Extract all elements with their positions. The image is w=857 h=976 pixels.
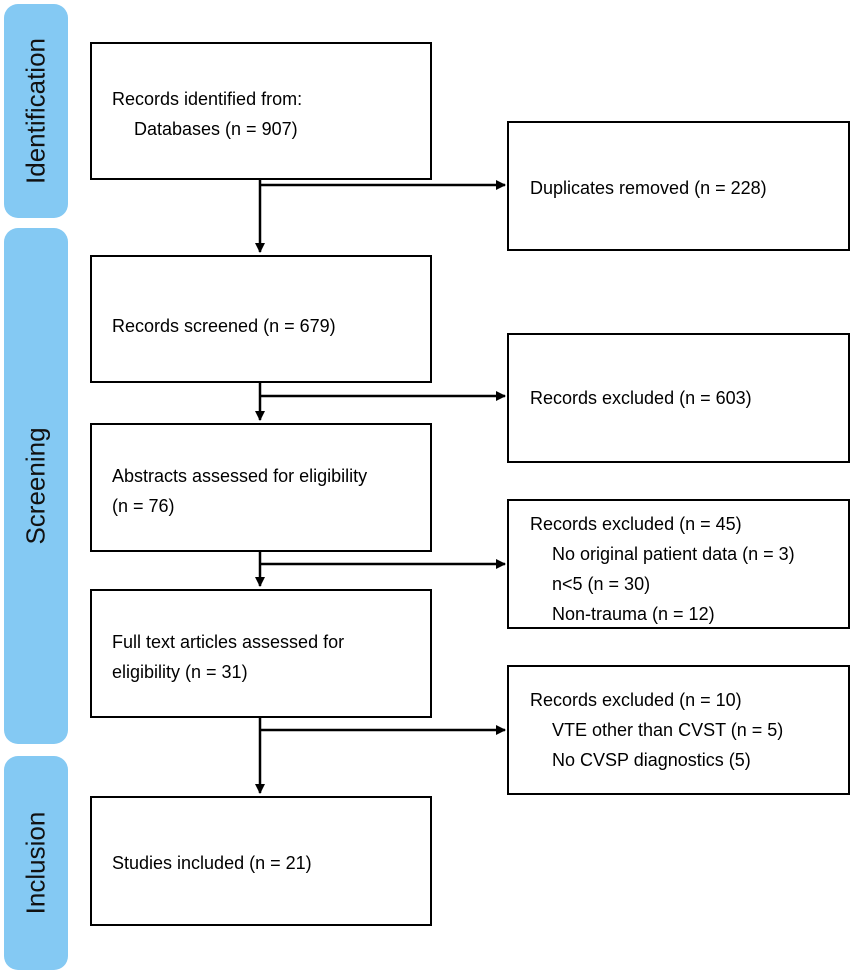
records-excluded-2-label: Records excluded (n = 45) bbox=[530, 514, 742, 534]
full-text-assessed-box: Full text articles assessed for eligibil… bbox=[90, 589, 432, 718]
records-excluded-1-label: Records excluded (n = 603) bbox=[530, 388, 752, 408]
records-excluded-3-box: Records excluded (n = 10) VTE other than… bbox=[507, 665, 850, 795]
phase-inclusion: Inclusion bbox=[4, 756, 68, 970]
studies-included-box: Studies included (n = 21) bbox=[90, 796, 432, 926]
databases-count: Databases (n = 907) bbox=[134, 119, 298, 139]
non-trauma: Non-trauma (n = 12) bbox=[552, 604, 715, 624]
records-excluded-3-label: Records excluded (n = 10) bbox=[530, 690, 742, 710]
no-original-patient-data: No original patient data (n = 3) bbox=[552, 544, 795, 564]
vte-other-than-cvst: VTE other than CVST (n = 5) bbox=[552, 720, 784, 740]
full-text-assessed-count: eligibility (n = 31) bbox=[112, 662, 248, 682]
studies-included-label: Studies included (n = 21) bbox=[112, 853, 312, 873]
abstracts-assessed-box: Abstracts assessed for eligibility (n = … bbox=[90, 423, 432, 552]
records-identified-box: Records identified from: Databases (n = … bbox=[90, 42, 432, 180]
abstracts-assessed-label: Abstracts assessed for eligibility bbox=[112, 466, 368, 486]
phase-screening: Screening bbox=[4, 228, 68, 744]
records-screened-label: Records screened (n = 679) bbox=[112, 316, 336, 336]
records-screened-box: Records screened (n = 679) bbox=[90, 255, 432, 383]
duplicates-removed-box: Duplicates removed (n = 228) bbox=[507, 121, 850, 251]
abstracts-assessed-count: (n = 76) bbox=[112, 496, 175, 516]
no-cvsp-diagnostics: No CVSP diagnostics (5) bbox=[552, 750, 751, 770]
records-excluded-1-box: Records excluded (n = 603) bbox=[507, 333, 850, 463]
phase-identification: Identification bbox=[4, 4, 68, 218]
records-excluded-2-box: Records excluded (n = 45) No original pa… bbox=[507, 499, 850, 629]
full-text-assessed-label: Full text articles assessed for bbox=[112, 632, 345, 652]
records-identified-label: Records identified from: bbox=[112, 89, 303, 109]
duplicates-removed-label: Duplicates removed (n = 228) bbox=[530, 178, 767, 198]
n-less-than-5: n<5 (n = 30) bbox=[552, 574, 651, 594]
